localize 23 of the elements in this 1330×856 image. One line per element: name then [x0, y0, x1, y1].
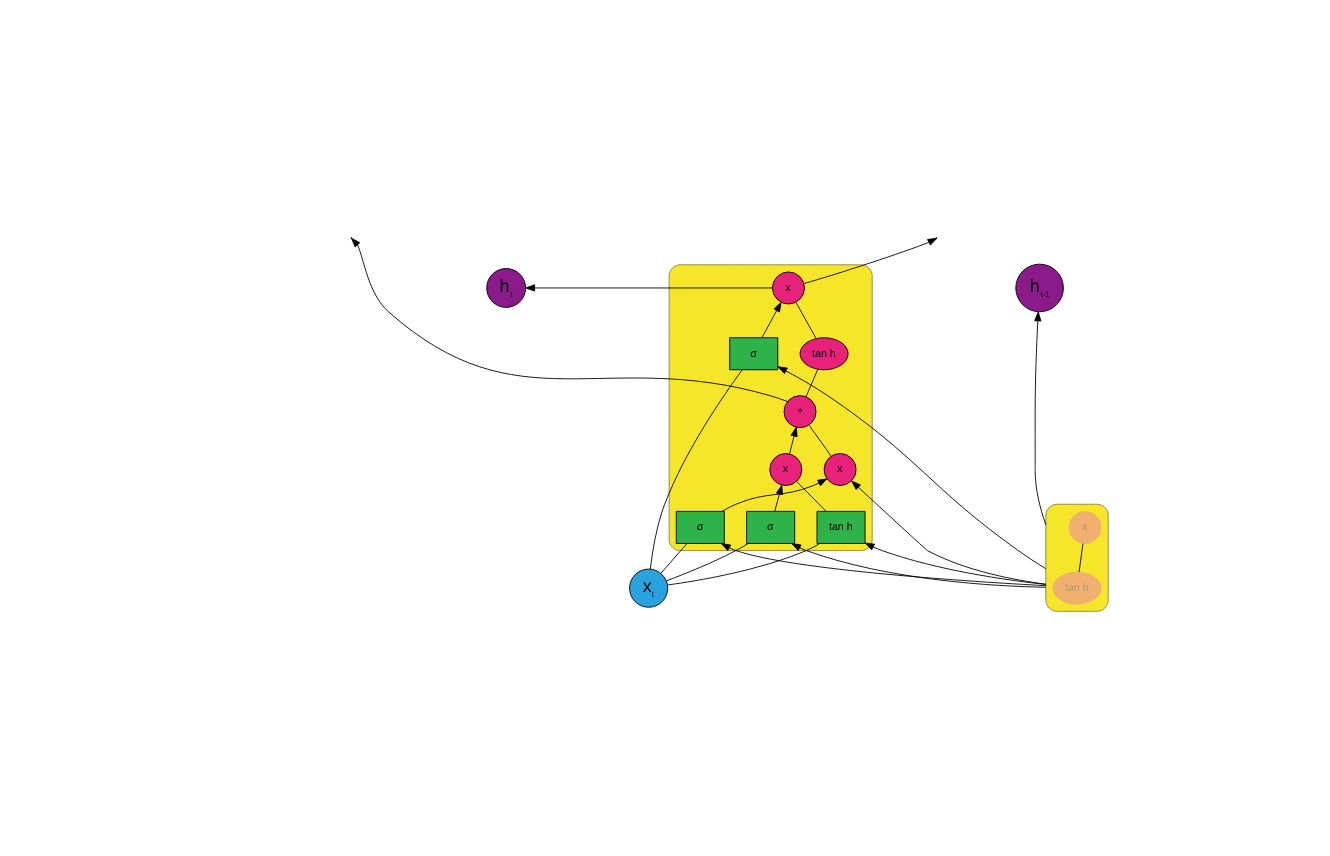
arrow: [351, 237, 788, 402]
connector: [649, 369, 743, 570]
cluster: [1045, 503, 1109, 612]
arrow: [851, 480, 1047, 585]
connector: [808, 424, 832, 457]
arrow: [1034, 311, 1047, 526]
connector: [1078, 543, 1084, 573]
arrow: [777, 366, 1047, 570]
connector: [660, 543, 688, 574]
arrow: [525, 284, 773, 292]
arrow: [864, 542, 1047, 585]
connector: [796, 481, 827, 512]
arrow: [720, 543, 1047, 587]
connector: [666, 543, 749, 582]
arrow: [774, 484, 783, 512]
connector: [805, 368, 819, 398]
connector: [795, 302, 817, 339]
arrow: [761, 302, 782, 339]
arrow: [791, 543, 1047, 588]
arrow: [789, 426, 798, 455]
arrow: [721, 478, 828, 512]
arrow: [803, 237, 938, 284]
connector: [667, 543, 821, 586]
